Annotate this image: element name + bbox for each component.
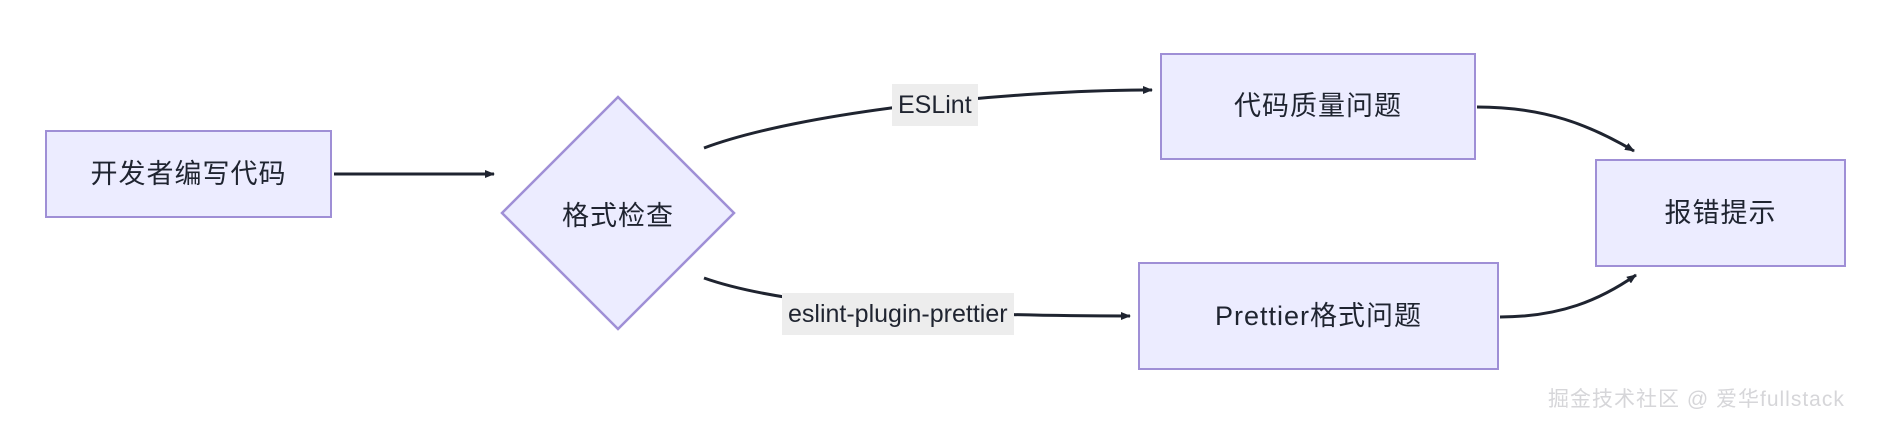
edge-quality-to-error xyxy=(1476,105,1635,153)
node-dev-writes-code[interactable]: 开发者编写代码 xyxy=(45,130,332,218)
watermark-text: 掘金技术社区 @ 爱华fullstack xyxy=(1548,388,1845,411)
diamond-shape xyxy=(500,95,736,331)
node-format-check-label: 格式检查 xyxy=(562,200,674,231)
edge-prettier-to-error xyxy=(1499,273,1637,319)
edge-label-eslint: ESLint xyxy=(892,84,978,126)
node-prettier-format-issue[interactable]: Prettier格式问题 xyxy=(1138,262,1499,370)
node-code-quality-issue[interactable]: 代码质量问题 xyxy=(1160,53,1476,160)
edge-label-eslint-plugin-prettier: eslint-plugin-prettier xyxy=(782,293,1014,335)
node-prettier-format-issue-label: Prettier格式问题 xyxy=(1214,300,1423,331)
node-format-check[interactable]: 格式检查 xyxy=(500,95,736,331)
node-error-prompt[interactable]: 报错提示 xyxy=(1595,159,1846,267)
node-dev-writes-code-label: 开发者编写代码 xyxy=(90,158,287,189)
node-code-quality-issue-label: 代码质量问题 xyxy=(1234,91,1402,121)
node-error-prompt-label: 报错提示 xyxy=(1664,197,1777,228)
